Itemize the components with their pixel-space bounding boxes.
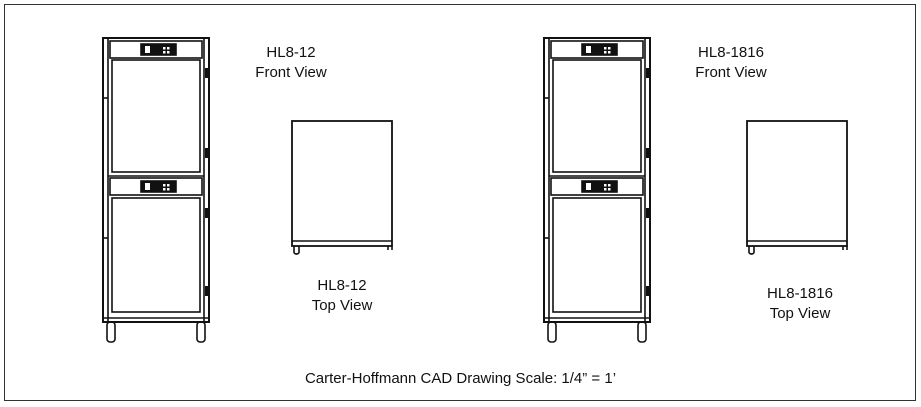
front-view-name: Front View [695, 64, 767, 81]
front-model-name: HL8-12 [266, 44, 316, 61]
top-view-name: Top View [769, 305, 831, 322]
hl8-1816-front-view-drawing [543, 37, 651, 343]
top-model-name: HL8-12 [317, 277, 367, 294]
top-view-name: Top View [311, 297, 373, 314]
hl8-12-front-label: HL8-12 Front View [245, 43, 337, 83]
hl8-12-top-view-drawing [291, 120, 393, 255]
top-model-name: HL8-1816 [767, 285, 833, 302]
hl8-1816-top-label: HL8-1816 Top View [745, 284, 855, 324]
hl8-12-front-view-drawing [102, 37, 210, 343]
front-model-name: HL8-1816 [698, 44, 764, 61]
hl8-1816-top-view-drawing [746, 120, 848, 255]
hl8-12-top-label: HL8-12 Top View [296, 276, 388, 316]
drawing-scale-caption: Carter-Hoffmann CAD Drawing Scale: 1/4” … [304, 370, 617, 387]
hl8-1816-front-label: HL8-1816 Front View [676, 43, 786, 83]
front-view-name: Front View [255, 64, 327, 81]
drawing-frame [4, 4, 916, 401]
